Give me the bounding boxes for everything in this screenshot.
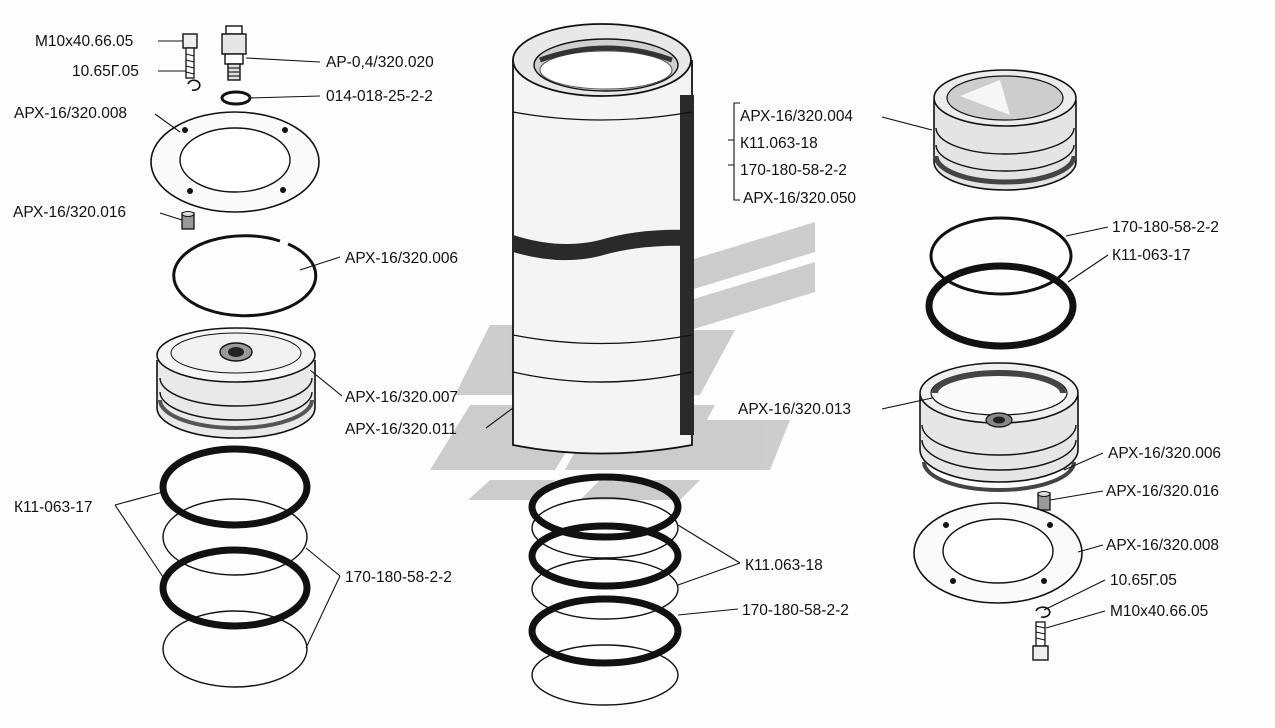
k11-ring-left-2: [159, 546, 311, 630]
oring-left-2: [162, 610, 308, 688]
fitting-icon: [221, 25, 247, 81]
label-pin-left: АРХ-16/320.016: [13, 204, 126, 221]
label-flange-left: АРХ-16/320.008: [14, 105, 127, 122]
label-washer-left: 10.65Г.05: [72, 63, 139, 80]
label-sleeve: АРХ-16/320.011: [345, 421, 457, 438]
oring-right: [929, 216, 1073, 296]
label-k11-left: К11-063-17: [14, 499, 93, 516]
oring-center-3: [531, 644, 679, 706]
k11-ring-center-1: [528, 473, 682, 541]
k11-ring-center-3: [528, 595, 682, 667]
label-cover-right: АРХ-16/320.013: [738, 401, 851, 418]
label-fitting: АР-0,4/320.020: [326, 54, 434, 71]
label-piston-left: АРХ-16/320.007: [345, 389, 458, 406]
label-oring-fitting: 014-018-25-2-2: [326, 88, 433, 105]
leader-lines: [114, 40, 1109, 649]
label-flange-right: АРХ-16/320.008: [1106, 537, 1219, 554]
flange-left: [150, 111, 320, 213]
oring-center-1: [531, 497, 679, 559]
label-snap-ring-right: АРХ-16/320.006: [1108, 445, 1221, 462]
snap-ring-left: [172, 234, 318, 318]
label-bolt-right: M10x40.66.05: [1110, 603, 1208, 620]
oring-left-1: [162, 498, 308, 576]
pin-right: [1037, 491, 1051, 511]
washer-icon: [1035, 606, 1051, 618]
label-snap-ring-left: АРХ-16/320.006: [345, 250, 458, 267]
k11-ring-center-2: [528, 522, 682, 590]
label-washer-right: 10.65Г.05: [1110, 572, 1177, 589]
cover-right: [919, 362, 1079, 492]
label-k11-center: К11.063-18: [745, 557, 823, 574]
k11-ring-left-1: [159, 445, 311, 529]
bolt-icon: [182, 33, 198, 79]
label-oring-left: 170-180-58-2-2: [345, 569, 452, 586]
piston-right-top: [933, 69, 1077, 191]
label-pin-right: АРХ-16/320.016: [1106, 483, 1219, 500]
label-kit-2: 170-180-58-2-2: [740, 162, 847, 179]
label-k11-right: К11-063-17: [1112, 247, 1191, 264]
pin-left: [181, 211, 195, 230]
bolt-icon: [1032, 621, 1049, 661]
k11-ring-right: [925, 262, 1077, 350]
label-kit-1: К11.063-18: [740, 135, 818, 152]
oring-fitting: [220, 90, 252, 106]
piston-left: [156, 327, 316, 439]
label-bolt-left: M10x40.66.05: [35, 33, 133, 50]
flange-right: [913, 502, 1083, 604]
label-kit-3: АРХ-16/320.050: [743, 190, 856, 207]
label-oring-right: 170-180-58-2-2: [1112, 219, 1219, 236]
oring-center-2: [531, 558, 679, 620]
washer-icon: [187, 79, 201, 92]
label-piston-right-top: АРХ-16/320.004: [740, 108, 853, 125]
label-oring-center: 170-180-58-2-2: [742, 602, 849, 619]
cylinder-barrel: [512, 23, 694, 455]
